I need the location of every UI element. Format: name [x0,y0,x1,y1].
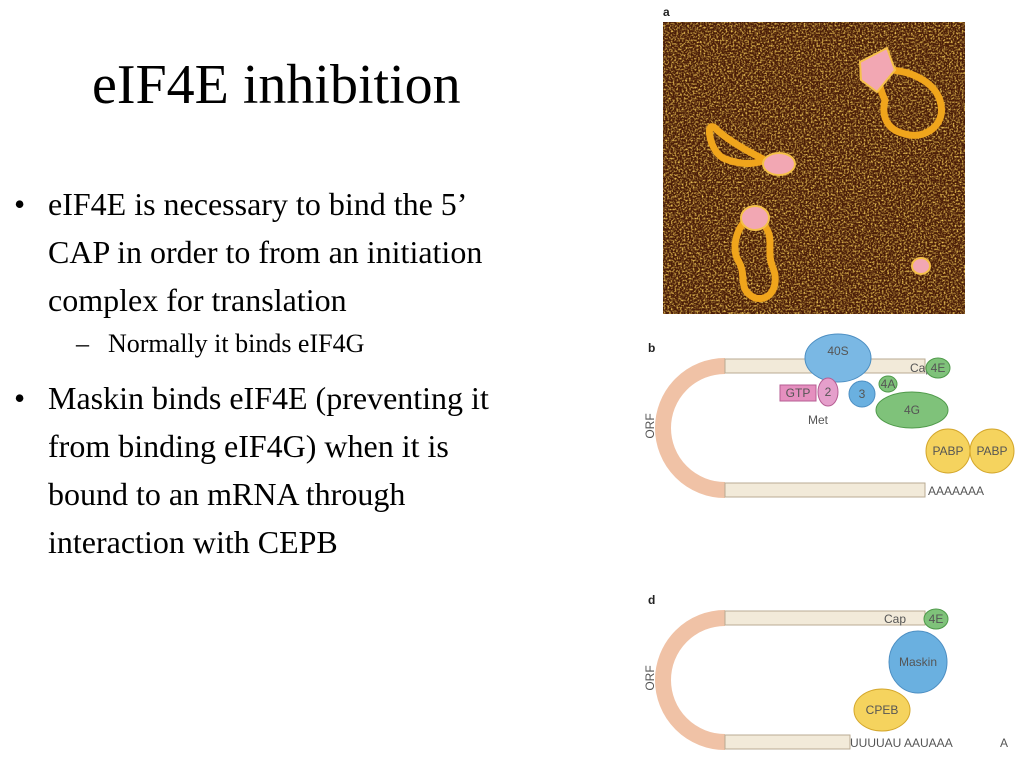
eif4e-protein [923,608,949,630]
maskin-label: Maskin [899,655,937,669]
cpeb-label: CPEB [866,703,899,717]
eif2-label: 2 [825,385,832,399]
afm-micrograph-panel: a [663,5,965,314]
sub-bullet-item: Normally it binds eIF4G [76,324,514,364]
bullet-text: Maskin binds eIF4E (preventing it from b… [48,380,489,560]
eif4a-protein [878,375,898,393]
bullet-list: eIF4E is necessary to bind the 5’ CAP in… [14,180,514,576]
ribosome-40s [804,333,872,383]
eif4e-protein [925,357,951,379]
maskin-complex-diagram: d ORF Cap 4E Maskin CPEB UUUUAU AAUAAA A [643,593,1008,750]
orf-label: ORF [643,413,657,438]
mrna-loops [705,66,945,302]
panel-d-label: d [648,593,655,607]
utr-sequence-end: A [1000,736,1008,750]
eif4a-label: 4A [881,377,896,391]
panel-a-label: a [663,5,670,19]
orf-label: ORF [643,665,657,690]
gtp-label: GTP [786,386,811,400]
eif3-label: 3 [859,387,866,401]
mrna-bottom-strand [724,482,926,498]
utr-sequence: UUUUAU AAUAAA [850,736,953,750]
slide-title: eIF4E inhibition [92,54,461,116]
maskin-protein [888,630,948,694]
bullet-text: eIF4E is necessary to bind the 5’ CAP in… [48,186,483,318]
initiation-complex-diagram: b ORF 40S Cap 4E 4A 4G GTP 2 3 Met PABP … [643,333,1015,498]
pabp-protein-2 [969,428,1015,474]
eif4e-label: 4E [931,361,946,375]
pabp-label-1: PABP [932,444,963,458]
mrna-loop [655,610,726,750]
eif4g-protein [875,391,949,429]
cap-label: Cap [884,612,906,626]
protein-complexes [740,46,931,275]
eif3-protein [848,380,876,408]
panel-b-label: b [648,341,655,355]
met-label: Met [808,413,829,427]
bullet-item: Maskin binds eIF4E (preventing it from b… [14,374,514,566]
pabp-label-2: PABP [976,444,1007,458]
sub-bullet-list: Normally it binds eIF4G [76,324,514,364]
eif4e-label: 4E [929,612,944,626]
ribosome-40s-label: 40S [827,344,848,358]
gtp-box [779,384,817,402]
cpeb-protein [853,688,911,732]
mrna-bottom-strand [724,734,851,750]
polya-tail: AAAAAAA [928,484,984,498]
eif2-protein [817,377,839,407]
eif4g-label: 4G [904,403,920,417]
mrna-loop [655,358,726,498]
bullet-item: eIF4E is necessary to bind the 5’ CAP in… [14,180,514,364]
